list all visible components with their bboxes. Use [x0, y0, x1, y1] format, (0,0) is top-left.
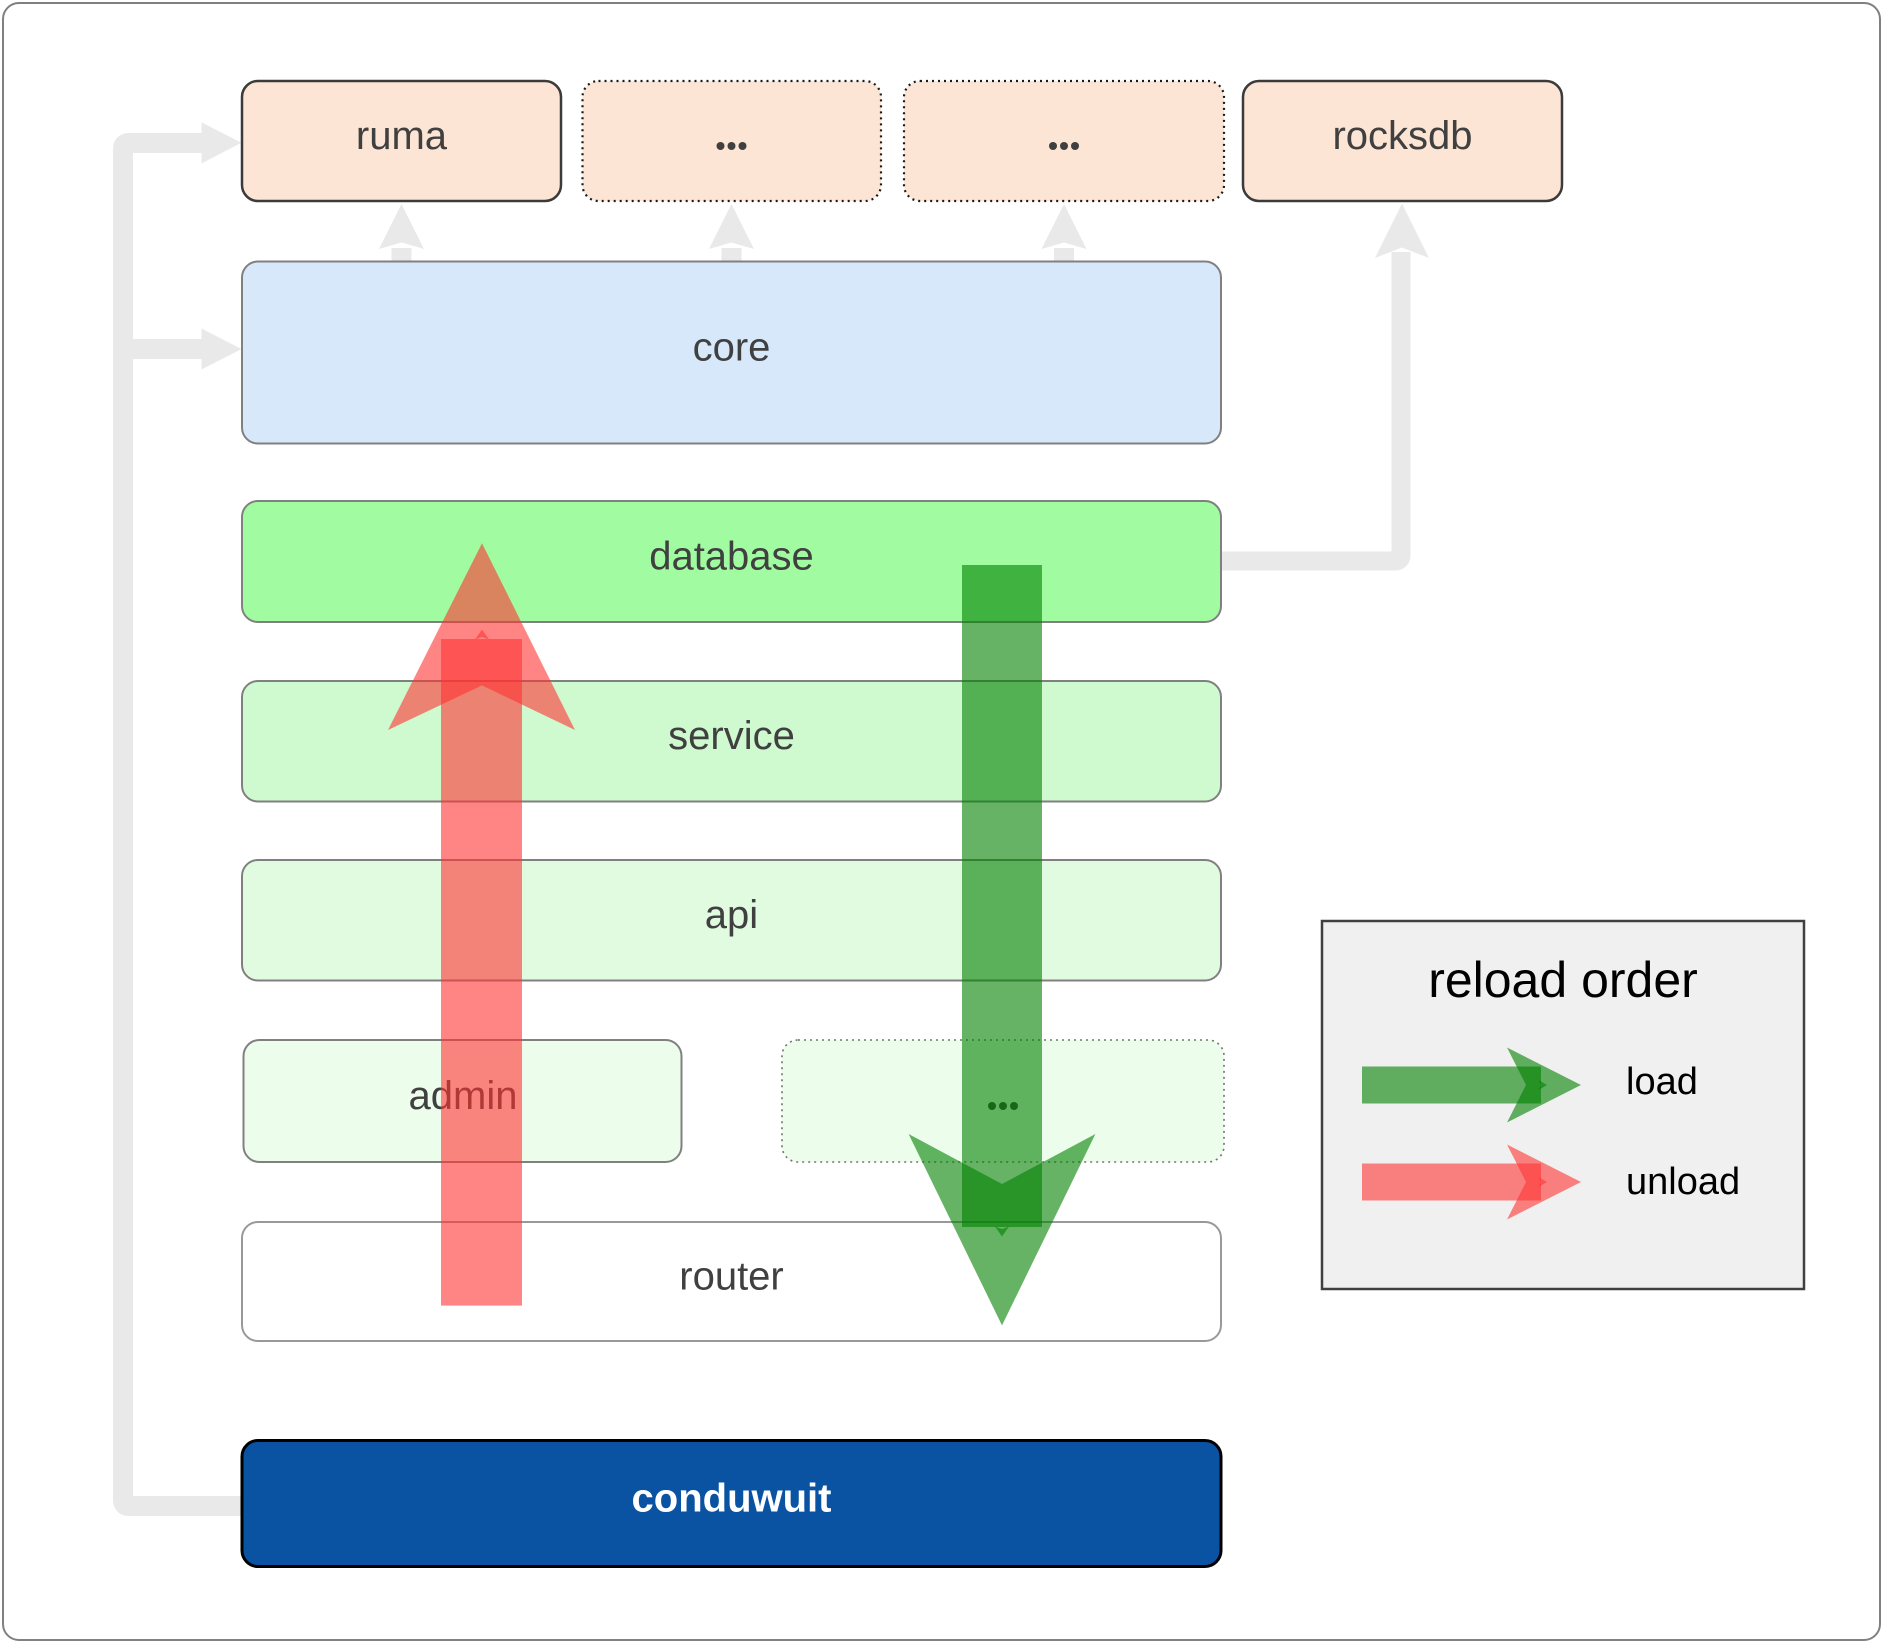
- svg-text:router: router: [679, 1255, 784, 1299]
- svg-text:load: load: [1626, 1061, 1698, 1103]
- svg-text:conduwuit: conduwuit: [632, 1477, 832, 1521]
- svg-text:database: database: [649, 535, 814, 579]
- svg-text:ruma: ruma: [356, 114, 448, 158]
- svg-text:api: api: [705, 893, 758, 937]
- svg-text:unload: unload: [1626, 1161, 1740, 1203]
- svg-text:rocksdb: rocksdb: [1332, 114, 1472, 158]
- svg-text:service: service: [668, 714, 795, 758]
- svg-text:core: core: [693, 326, 771, 370]
- svg-text:reload order: reload order: [1428, 952, 1698, 1008]
